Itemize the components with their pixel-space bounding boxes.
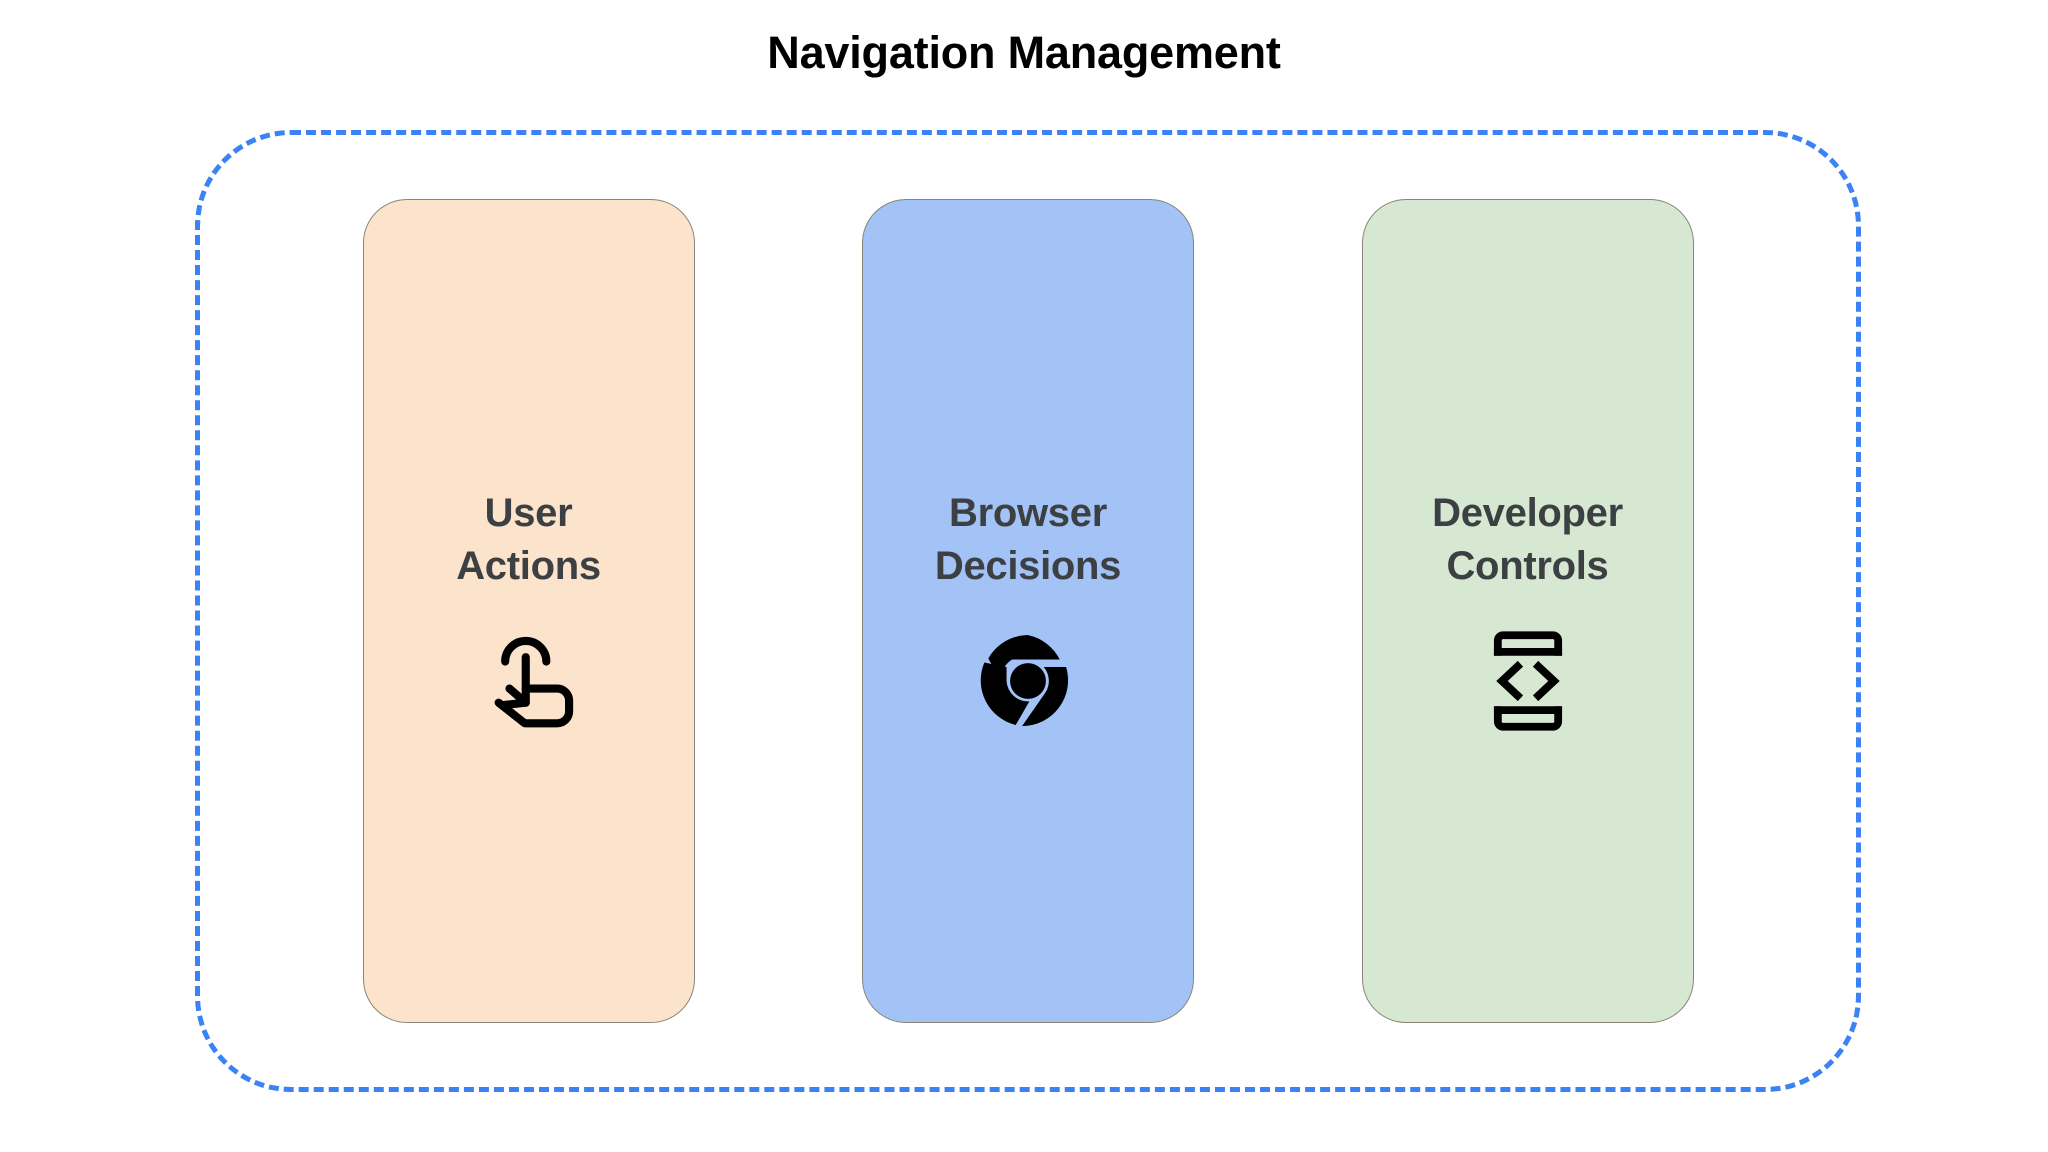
touch-gesture-icon <box>475 627 583 735</box>
navigation-management-group-container <box>195 130 1861 1092</box>
card-user-actions-label: User Actions <box>456 491 601 588</box>
page-title: Navigation Management <box>767 27 1281 78</box>
card-user-actions[interactable]: User Actions <box>362 199 695 1023</box>
chrome-browser-icon <box>974 627 1082 735</box>
card-browser-decisions[interactable]: Browser Decisions <box>862 199 1194 1023</box>
device-code-brackets-icon <box>1474 627 1582 735</box>
cards-row: User Actions Browser Decisions <box>195 130 1861 1092</box>
card-developer-controls[interactable]: Developer Controls <box>1361 199 1694 1023</box>
card-browser-decisions-label: Browser Decisions <box>934 491 1122 588</box>
card-developer-controls-label: Developer Controls <box>1432 491 1623 588</box>
